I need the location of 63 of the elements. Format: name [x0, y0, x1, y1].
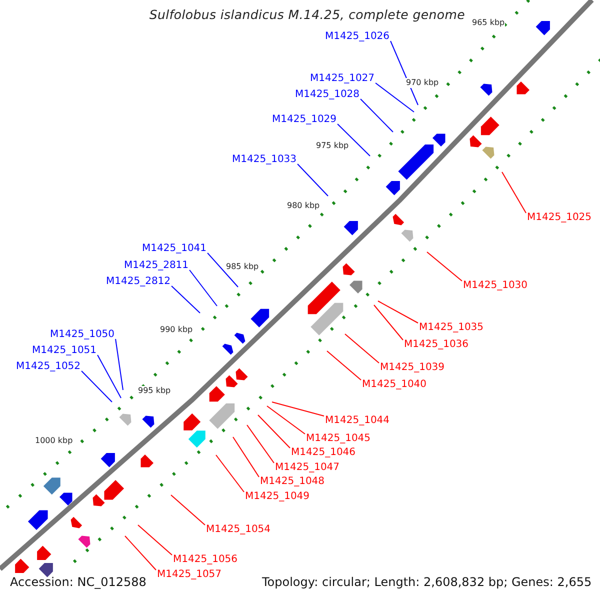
leader-line — [246, 424, 274, 464]
gene-label: M1425_1049 — [245, 490, 310, 503]
gene-label: M1425_1030 — [463, 279, 528, 292]
leader-line — [81, 370, 112, 402]
leader-line — [344, 334, 380, 364]
gene-label: M1425_1028 — [295, 88, 360, 101]
gene-label: M1425_1044 — [325, 414, 390, 427]
leader-line — [390, 40, 418, 106]
leader-line — [375, 82, 414, 112]
gene-label: M1425_1025 — [527, 211, 592, 224]
gene-label: M1425_1041 — [142, 242, 207, 255]
leader-line — [124, 536, 156, 570]
leader-line — [216, 454, 244, 492]
leader-line — [258, 414, 290, 448]
gene-label: M1425_1047 — [275, 461, 340, 474]
gene-label: M1425_1057 — [157, 568, 222, 581]
leader-line — [502, 172, 526, 214]
leader-line — [171, 286, 200, 314]
leader-line — [115, 338, 124, 390]
leader-line — [232, 436, 260, 478]
leader-line — [97, 354, 122, 398]
gene-label: M1425_1040 — [362, 378, 427, 391]
gene-label: M1425_1050 — [50, 328, 115, 341]
scale-label: 995 kbp — [138, 386, 171, 396]
scale-label: 985 kbp — [226, 262, 259, 272]
leader-line — [170, 494, 206, 526]
gene-label: M1425_1027 — [310, 72, 375, 85]
gene-label: M1425_2811 — [124, 259, 189, 272]
gene-label: M1425_1045 — [306, 432, 371, 445]
footer-text: Topology: circular; Length: 2,608,832 bp; Genes: 2,655 — [262, 576, 592, 589]
leader-line — [297, 164, 328, 196]
leader-line — [337, 124, 370, 156]
gene-label: M1425_1048 — [260, 475, 325, 488]
gene-label: M1425_1026 — [325, 30, 390, 43]
gene-label: M1425_1039 — [380, 361, 445, 374]
leader-line — [426, 252, 462, 282]
leader-line — [326, 350, 362, 380]
leader-line — [374, 304, 404, 340]
gene-label: M1425_1046 — [291, 446, 356, 459]
scale-label: 975 kbp — [316, 141, 349, 151]
leader-line — [272, 402, 324, 416]
title: Sulfolobus islandicus M.14.25, complete genome — [148, 8, 465, 21]
footer-text: Accession: NC_012588 — [10, 576, 146, 589]
leader-line — [138, 524, 172, 556]
gene-label: M1425_1056 — [173, 553, 238, 566]
leader-line — [189, 270, 218, 306]
leader-line — [266, 406, 306, 434]
gene-label: M1425_1051 — [32, 344, 97, 357]
gene-label: M1425_1033 — [232, 153, 297, 166]
scale-label: 1000 kbp — [35, 436, 73, 446]
gene-label: M1425_1054 — [206, 523, 271, 536]
leader-line — [378, 300, 418, 324]
gene-label: M1425_2812 — [106, 275, 171, 288]
gene-label: M1425_1029 — [272, 113, 337, 126]
scale-label: 970 kbp — [406, 78, 439, 88]
scale-label: 965 kbp — [472, 18, 505, 28]
gene-label: M1425_1035 — [419, 321, 484, 334]
gene-label: M1425_1036 — [404, 338, 469, 351]
scale-label: 990 kbp — [160, 325, 193, 335]
gene-label: M1425_1052 — [16, 360, 81, 373]
leader-line — [360, 98, 394, 132]
scale-label: 980 kbp — [287, 201, 320, 211]
leader-line — [207, 252, 238, 288]
